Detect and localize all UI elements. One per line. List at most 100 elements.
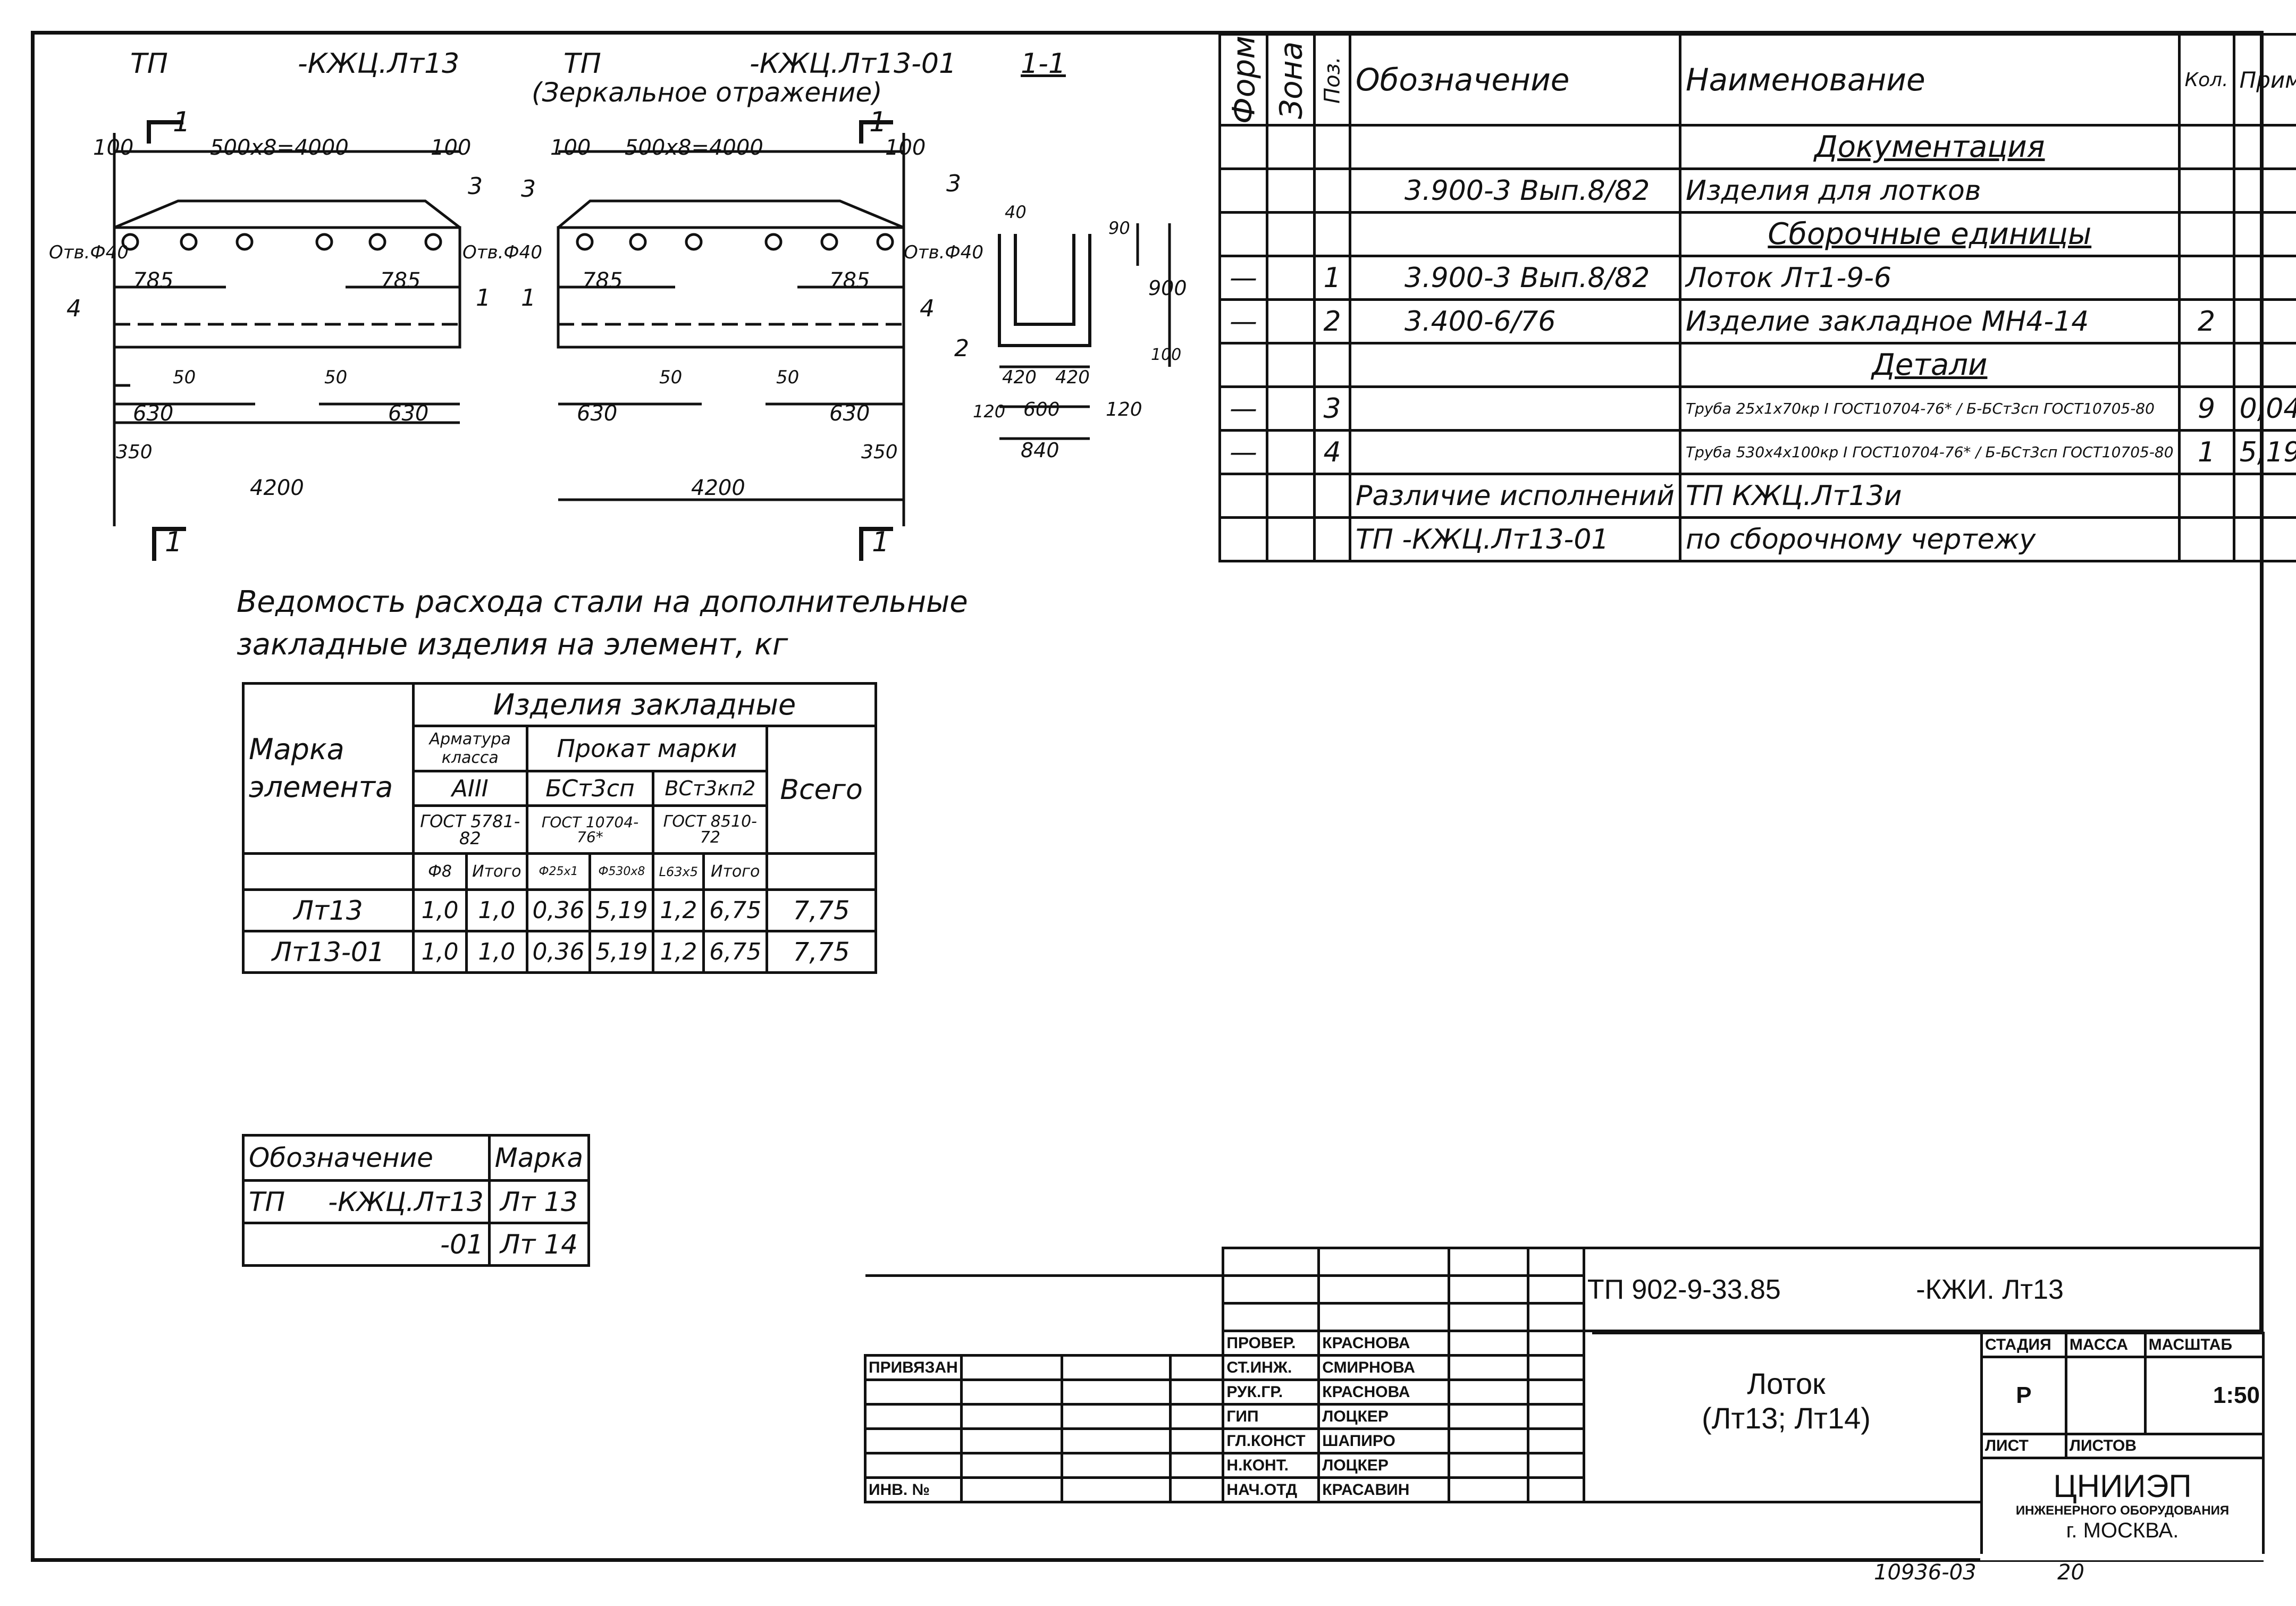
- spec-h-pos: Поз.: [1314, 34, 1350, 125]
- beam-left-top: [114, 199, 461, 229]
- dim-420-b: 420: [1055, 367, 1090, 388]
- spec-name: Изделия для лотков: [1678, 167, 2181, 214]
- tb-blank: [1060, 1403, 1172, 1430]
- spec-h-designation: Обозначение: [1349, 33, 1681, 127]
- spec-note: [2232, 342, 2296, 388]
- spec-des: [1349, 211, 1681, 257]
- steel-table: Марка элемента Изделия закладные Арматур…: [241, 682, 877, 974]
- callout-4-a: 4: [66, 295, 81, 322]
- tb-mass-h: МАССА: [2064, 1332, 2147, 1358]
- steel-value: 6,75: [702, 888, 769, 932]
- spec-note: [2232, 211, 2296, 257]
- drawing-frame: [31, 31, 2264, 1562]
- view2-subtitle: (Зеркальное отражение): [532, 77, 882, 108]
- dim-100-right: 100: [550, 136, 591, 160]
- steel-value: 0,36: [525, 888, 592, 932]
- tb-person: КРАСАВИН: [1317, 1476, 1450, 1503]
- tb-blank: [1168, 1378, 1225, 1406]
- tb-blank: [1060, 1354, 1172, 1381]
- tb-signature: [1447, 1427, 1530, 1454]
- steel-h-f530: Ф530x8: [588, 852, 655, 891]
- dim-630-a: 630: [133, 401, 174, 426]
- callout-1-b: 1: [521, 284, 536, 312]
- tb-stage-panel: СТАДИЯ МАССА МАСШТАБ Р 1:50 ЛИСТ ЛИСТОВ …: [1980, 1332, 2265, 1560]
- tb-sheet-h: ЛИСТ: [1980, 1433, 2067, 1459]
- steel-value: 1,0: [465, 888, 528, 932]
- steel-h-vst3kp2: ВСт3кп2: [652, 770, 769, 807]
- tb-name-panel: Лоток (Лт13; Лт14): [1592, 1332, 1980, 1467]
- tb-person: ЛОЦКЕР: [1317, 1403, 1450, 1430]
- steel-value: 1,0: [465, 930, 528, 974]
- spec-row: Сборочные единицы: [1218, 211, 2296, 257]
- spec-des: [1349, 124, 1681, 170]
- tb-blank: [864, 1452, 963, 1479]
- tb-role: НАЧ.ОТД: [1222, 1476, 1321, 1503]
- dim-span-left: 500x8=4000: [210, 136, 349, 160]
- tb-date: [1527, 1354, 1585, 1381]
- spec-note: [2232, 516, 2296, 562]
- spec-note: [2232, 255, 2296, 301]
- tb-org-2: ИНЖЕНЕРНОГО ОБОРУДОВАНИЯ: [2015, 1503, 2230, 1518]
- dim-50-d: 50: [776, 367, 800, 388]
- tb-blank: [864, 1378, 963, 1406]
- spec-zone: [1266, 385, 1316, 432]
- tb-code-suffix: -КЖИ. Лт13: [1916, 1274, 2064, 1305]
- dim-350-a: 350: [116, 441, 153, 463]
- dim-100-left: 100: [93, 136, 134, 160]
- spec-qty: 9: [2177, 385, 2235, 432]
- dim-40: 40: [1005, 202, 1027, 222]
- spec-h-qty: Кол.: [2177, 33, 2235, 127]
- spec-fmt: [1218, 342, 1268, 388]
- dim-100-left2: 100: [431, 136, 472, 160]
- steel-value: 5,19: [588, 930, 655, 974]
- section-mark-1b: 1: [165, 526, 183, 558]
- hole-right-label: Отв.Ф40: [904, 242, 983, 263]
- tb-person: КРАСНОВА: [1317, 1330, 1450, 1357]
- callout-4-b: 4: [920, 295, 935, 322]
- spec-name: Документация: [1678, 124, 2181, 170]
- spec-name: Детали: [1678, 342, 2181, 388]
- spec-note: 0,04: [2232, 385, 2296, 432]
- marks-des: ТП-КЖЦ.Лт13: [242, 1179, 491, 1224]
- spec-fmt: —: [1218, 429, 1268, 475]
- dim-50-c: 50: [659, 367, 683, 388]
- spec-fmt: [1218, 473, 1268, 519]
- tb-org-3: г. МОСКВА.: [2066, 1519, 2179, 1543]
- beam-right-top: [557, 199, 904, 229]
- tb-scale: 1:50: [2143, 1356, 2265, 1435]
- beam-left-holes: [121, 233, 442, 251]
- steel-value: 1,0: [412, 888, 468, 932]
- steel-h-armatura: Арматура класса: [412, 725, 528, 772]
- steel-value: 7,75: [766, 888, 877, 932]
- spec-table: Формат Зона Поз. Обозначение Наименовани…: [1218, 33, 2296, 562]
- spec-row: Документация: [1218, 124, 2296, 170]
- dim-900: 900: [1148, 276, 1187, 300]
- spec-note: [2232, 473, 2296, 519]
- view1-title: ТП: [130, 48, 168, 80]
- marks-h-mark: Марка: [487, 1134, 591, 1182]
- spec-note: 5,19: [2232, 429, 2296, 475]
- dim-600: 600: [1023, 399, 1060, 421]
- dim-420-a: 420: [1002, 367, 1037, 388]
- spec-zone: [1266, 516, 1316, 562]
- tb-signature: [1447, 1476, 1530, 1503]
- tb-role: РУК.ГР.: [1222, 1378, 1321, 1406]
- spec-zone: [1266, 473, 1316, 519]
- tb-person: КРАСНОВА: [1317, 1378, 1450, 1406]
- tb-signature: [1447, 1403, 1530, 1430]
- tb-role: ГИП: [1222, 1403, 1321, 1430]
- section-outer: [998, 234, 1091, 347]
- spec-fmt: [1218, 516, 1268, 562]
- marks-mark: Лт 13: [487, 1179, 591, 1224]
- spec-name: ТП КЖЦ.Лт13и: [1678, 473, 2181, 519]
- tb-blank: [960, 1354, 1063, 1381]
- dim-840: 840: [1021, 439, 1059, 462]
- steel-h-prokat: Прокат марки: [525, 725, 769, 772]
